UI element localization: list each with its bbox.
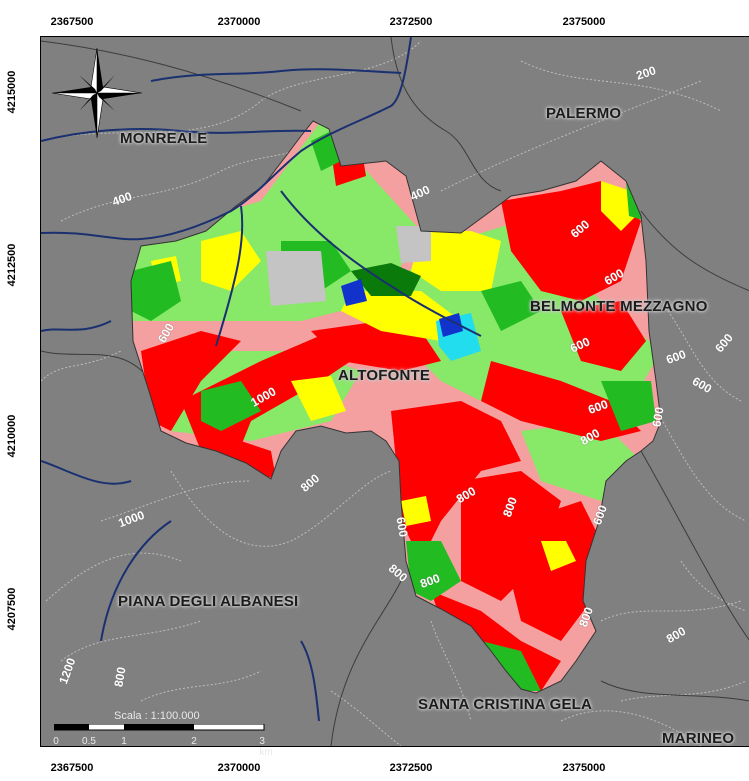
land-use-patches xyxy=(131,121,661,693)
scale-tick: 1 xyxy=(121,736,127,747)
place-label-marineo: MARINEO xyxy=(662,730,735,747)
y-tick-label: 4210000 xyxy=(6,414,18,458)
scale-tick: 2 xyxy=(191,736,197,747)
x-tick-label-top: 2375000 xyxy=(562,16,606,28)
place-label-palermo: PALERMO xyxy=(546,105,622,122)
x-tick-label-top: 2370000 xyxy=(217,16,261,28)
y-tick-label: 4212500 xyxy=(6,243,18,287)
place-label-altofonte: ALTOFONTE xyxy=(338,367,431,384)
place-label-santa-cristina: SANTA CRISTINA GELA xyxy=(418,696,593,713)
y-tick-label: 4215000 xyxy=(6,70,18,114)
x-tick-label-top: 2372500 xyxy=(389,16,433,28)
x-tick-label-bottom: 2372500 xyxy=(389,762,433,774)
municipal-boundaries xyxy=(41,37,749,746)
map-canvas[interactable] xyxy=(40,36,749,747)
municipality-boundary xyxy=(130,120,662,694)
scale-bar: Scala : 1:100.000 0 0.5 1 2 3 km xyxy=(53,710,272,758)
x-tick-label-top: 2367500 xyxy=(50,16,94,28)
scale-tick: 0.5 xyxy=(82,736,96,747)
scale-tick: 3 km xyxy=(259,736,273,758)
y-tick-label: 4207500 xyxy=(6,587,18,631)
place-label-piana: PIANA DEGLI ALBANESI xyxy=(118,593,299,610)
rivers xyxy=(41,37,482,722)
scale-title: Scala : 1:100.000 xyxy=(114,710,200,722)
x-tick-label-bottom: 2375000 xyxy=(562,762,606,774)
place-label-belmonte: BELMONTE MEZZAGNO xyxy=(530,298,708,315)
scale-bar-graphic xyxy=(54,724,265,731)
x-tick-label-bottom: 2370000 xyxy=(217,762,261,774)
scale-tick: 0 xyxy=(53,736,59,747)
compass-rose-icon xyxy=(51,47,143,139)
x-tick-label-bottom: 2367500 xyxy=(50,762,94,774)
map-layers xyxy=(41,37,749,746)
place-label-monreale: MONREALE xyxy=(120,130,208,147)
